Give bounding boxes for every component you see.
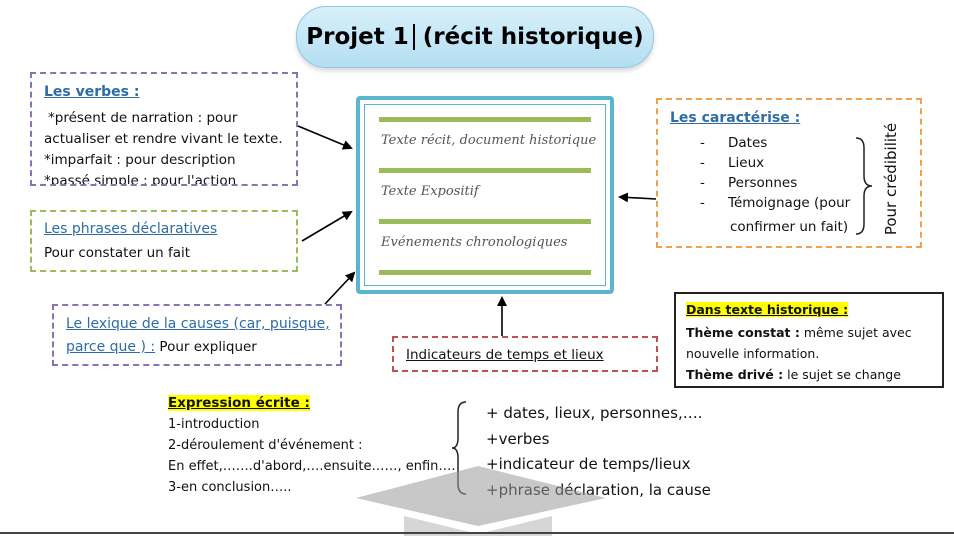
title-main: Projet 1 [306,24,409,50]
center-inner: Texte récit, document historique Texte E… [364,104,606,286]
lexique-heading-1: Le lexique de la causes (car, puisque, [66,316,330,332]
side-label: Pour crédibilité [882,122,900,236]
center-item-1: Texte récit, document historique [381,133,597,148]
verbes-line-1: *présent de narration : pour [48,110,238,126]
expression-lines: 1-introduction 2-déroulement d'événement… [168,414,456,498]
center-bar-4 [379,270,591,275]
caracterise-item-1: Dates [728,135,768,151]
text-cursor [412,24,415,50]
lexique-text: Pour expliquer [155,339,257,355]
large-brace-icon [452,401,467,495]
verbes-line-2: actualiser et rendre vivant le texte. [44,131,283,147]
verbes-box: Les verbes : *présent de narration : pou… [30,72,298,186]
center-item-2: Texte Expositif [381,184,479,199]
historique-line-3: Thème drivé : le sujet se change [686,364,912,385]
caracterise-dash-1: - [700,135,705,151]
arrow-phrases [301,210,353,242]
expression-line-2: 2-déroulement d'événement : [168,438,363,453]
arrow-caracterise [618,192,657,203]
caracterise-heading: Les caractérise : [670,110,801,126]
center-bar-1 [379,117,591,122]
plus-item-4: +phrase déclaration, la cause [486,480,711,499]
expression-heading-wrap: Expression écrite : [168,392,310,411]
plus-item-1: + dates, lieux, personnes,…. [486,404,703,422]
caracterise-dash-2: - [700,155,705,171]
caracterise-box: Les caractérise : - Dates - Lieux - Pers… [656,98,922,248]
phrases-heading: Les phrases déclaratives [44,221,218,237]
caracterise-item-4: Témoignage (pour [728,195,851,211]
title-sub: (récit historique) [422,24,644,50]
historique-line-1: Thème constat : même sujet avec [686,322,912,343]
expression-line-4: 3-en conclusion….. [168,480,292,495]
indicateurs-label: Indicateurs de temps et lieux [406,347,604,363]
center-bar-2 [379,168,591,173]
phrases-box: Les phrases déclaratives Pour constater … [30,210,298,272]
expression-line-3: En effet,…….d'abord,….ensuite……, enfin…. [168,459,456,474]
expression-line-1: 1-introduction [168,417,260,432]
side-label-wrap: Pour crédibilité [874,120,908,238]
lexique-line-2: parce que ) : Pour expliquer [66,339,257,355]
theme-drive-label: Thème drivé : [686,367,784,382]
title-banner: Projet 1 (récit historique) [296,6,654,68]
historique-heading-wrap: Dans texte historique : [686,302,849,317]
arrow-lexique [324,271,356,305]
plus-item-2: +verbes [486,429,550,448]
verbes-line-4: *passé simple : pour l'action [44,173,237,186]
historique-lines: Thème constat : même sujet avec nouvelle… [686,322,912,385]
expression-heading: Expression écrite : [168,395,310,411]
plus-item-3: +indicateur de temps/lieux [486,455,691,473]
theme-constat-label: Thème constat : [686,325,800,340]
center-bar-3 [379,219,591,224]
historique-line-2: nouvelle information. [686,346,820,361]
caracterise-item-3: Personnes [728,175,798,191]
theme-constat-text: même sujet avec [799,325,912,340]
indicateurs-box: Indicateurs de temps et lieux [392,336,658,372]
theme-drive-text: le sujet se change [783,367,901,382]
center-box: Texte récit, document historique Texte E… [356,96,614,294]
historique-heading: Dans texte historique : [686,302,849,317]
phrases-text: Pour constater un fait [44,245,191,261]
brace-icon [855,137,873,235]
caracterise-dash-4: - [700,195,705,211]
verbes-heading: Les verbes : [44,84,140,100]
center-item-3: Evénements chronologiques [381,235,568,250]
lexique-box: Le lexique de la causes (car, puisque, p… [52,304,342,366]
caracterise-item-2: Lieux [728,155,765,171]
arrow-verbes [297,125,353,150]
verbes-line-3: *imparfait : pour description [44,152,236,168]
caracterise-dash-3: - [700,175,705,191]
plus-list: + dates, lieux, personnes,…. +verbes +in… [486,401,711,503]
historique-box: Dans texte historique : Thème constat : … [674,292,944,388]
caracterise-item-4-cont: confirmer un fait) [730,219,849,235]
lexique-heading-2: parce que ) : [66,339,156,355]
verbes-lines: *présent de narration : pour actualiser … [44,108,283,186]
